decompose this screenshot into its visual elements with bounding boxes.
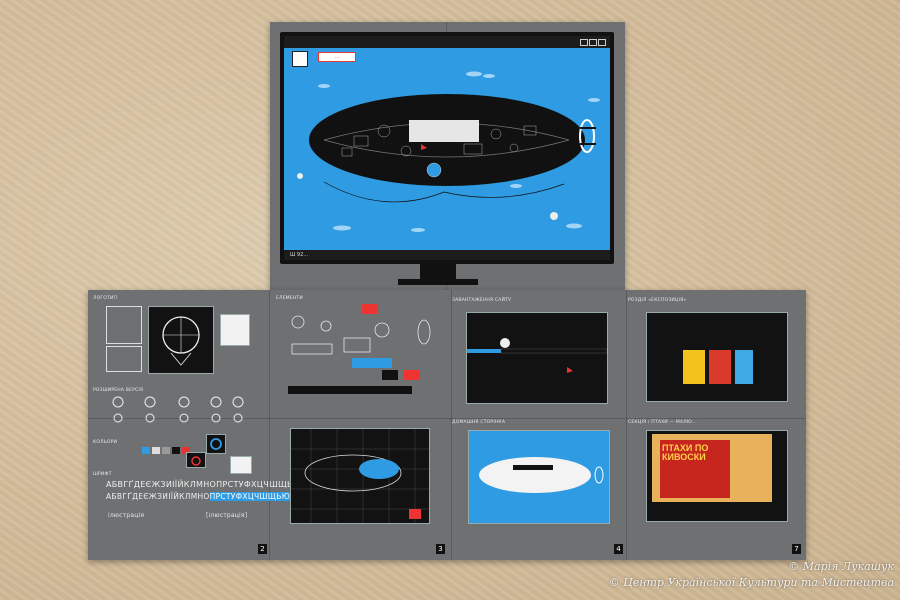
typeface-sample-1: АБВГҐДЕЄЖЗИІЇЙКЛМНОПРСТУФХЦЧШЩЬЮЯ: [106, 480, 308, 489]
logo-icon[interactable]: [292, 51, 308, 67]
gear-icon-tile-blue: [206, 434, 226, 454]
window-titlebar: [284, 36, 610, 48]
monitor-screen: ...: [284, 36, 610, 260]
taskbar-label[interactable]: Ш 92...: [290, 252, 309, 258]
section-title-exposition: РОЗДІЛ «ЕКСПОЗИЦІЯ»: [628, 298, 687, 303]
poster-thumb-red[interactable]: [709, 350, 731, 384]
close-icon[interactable]: [598, 39, 606, 46]
icon-set: [112, 396, 244, 423]
section-title-loading: ЗАВАНТАЖЕННЯ САЙТУ: [452, 298, 512, 303]
section-title-icons: РОЗШИРЕНА ВЕРСІЯ: [93, 388, 144, 393]
section-title-home: ДОМАШНЯ СТОРІНКА: [452, 420, 506, 425]
swatch-grey: [162, 447, 170, 454]
gear-icon-tile: [186, 452, 206, 468]
wireframe-panel: [290, 428, 430, 524]
swatch-red: [182, 447, 190, 454]
monitor-base: [398, 279, 478, 285]
caption-left: ілюстрація: [108, 512, 145, 519]
poster-card[interactable]: [660, 440, 730, 498]
cursor-tile: [230, 456, 252, 474]
page-number: 7: [792, 544, 801, 554]
typeface-sample-2: АБВГҐДЕЄЖЗИІЇЙКЛМНОПРСТУФХЦЧШЩЬЮЯ: [106, 492, 296, 501]
photo-credit: © Марія Лукашук: [788, 560, 894, 573]
logo-grid: [106, 306, 142, 344]
logo-main: [148, 306, 214, 374]
airship-illustration: [297, 71, 600, 232]
section-title-font: ШРИФТ: [93, 472, 112, 477]
address-chip[interactable]: ...: [318, 52, 356, 62]
poster-fold: [451, 290, 452, 560]
airship-logo-icon: [162, 316, 200, 366]
loading-panel: [466, 312, 608, 404]
poster-thumb-yellow[interactable]: [683, 350, 705, 384]
section-title-birds: СЕКЦІЯ / ПТАХИ — МАЛЮ...: [628, 420, 697, 425]
elements-sheet: [288, 304, 431, 394]
poster-thumb-cyan[interactable]: [735, 350, 753, 384]
poster-card-title: ПТАХИ ПО КИВОСКИ: [662, 443, 709, 462]
swatch-light: [152, 447, 160, 454]
page-number: 2: [258, 544, 267, 554]
logo-light: [220, 314, 250, 346]
maximize-icon[interactable]: [589, 39, 597, 46]
page-number: 3: [436, 544, 445, 554]
home-panel: [468, 430, 610, 524]
section-title-extended: ЕЛЕМЕНТИ: [276, 296, 303, 301]
poster-fold: [626, 290, 627, 560]
taskbar: Ш 92...: [284, 250, 610, 260]
organization-credit: © Центр Української Культури та Мистецтв…: [608, 576, 894, 589]
logo-variant: [106, 346, 142, 372]
monitor-stand: [420, 264, 456, 280]
swatch-blue: [142, 447, 150, 454]
poster-fold: [88, 418, 806, 419]
section-title-logo: ЛОГОТИП: [93, 296, 118, 301]
section-title-colors: КОЛЬОРИ: [93, 440, 118, 445]
caption-right: [ілюстрація]: [206, 512, 248, 519]
minimize-icon[interactable]: [580, 39, 588, 46]
poster-fold: [269, 290, 270, 560]
swatch-black: [172, 447, 180, 454]
page-number: 4: [614, 544, 623, 554]
monitor: ...: [280, 32, 614, 264]
